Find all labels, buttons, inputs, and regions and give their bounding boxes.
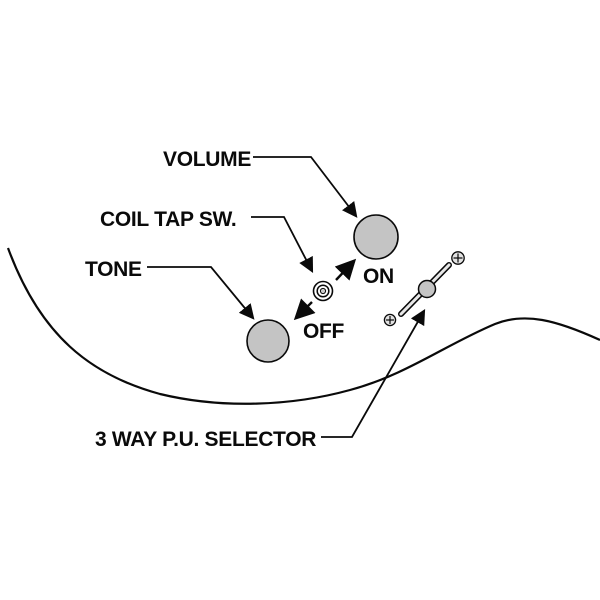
guitar-body-outline bbox=[6, 247, 600, 405]
tone-leader-arrow bbox=[147, 266, 255, 320]
tone-label: TONE bbox=[85, 258, 142, 281]
pickup-selector bbox=[383, 251, 465, 327]
tone-knob bbox=[246, 319, 290, 363]
on-direction-arrow bbox=[334, 258, 357, 281]
on-label: ON bbox=[363, 265, 394, 288]
off-label: OFF bbox=[303, 320, 345, 343]
volume-leader-arrow bbox=[253, 156, 358, 218]
volume-label: VOLUME bbox=[163, 148, 251, 171]
selector-ball bbox=[417, 279, 437, 299]
selector-label: 3 WAY P.U. SELECTOR bbox=[95, 428, 316, 451]
coil-tap-center bbox=[319, 287, 327, 295]
coil-tap-leader-arrow bbox=[251, 216, 314, 274]
volume-knob bbox=[353, 214, 399, 260]
coil-tap-switch bbox=[312, 280, 334, 302]
off-direction-arrow bbox=[293, 298, 316, 321]
selector-leader-arrow bbox=[321, 309, 426, 438]
coil-tap-label: COIL TAP SW. bbox=[100, 208, 236, 231]
